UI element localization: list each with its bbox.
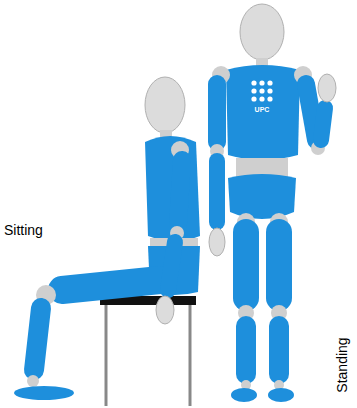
pose-label: Sitting <box>4 222 43 238</box>
logo-text: UPC <box>250 105 274 114</box>
logo-dots <box>251 80 272 101</box>
chair <box>100 296 196 406</box>
sitting-figure <box>14 77 200 400</box>
standing-figure <box>209 4 336 402</box>
pose-label: Standing <box>334 337 350 393</box>
